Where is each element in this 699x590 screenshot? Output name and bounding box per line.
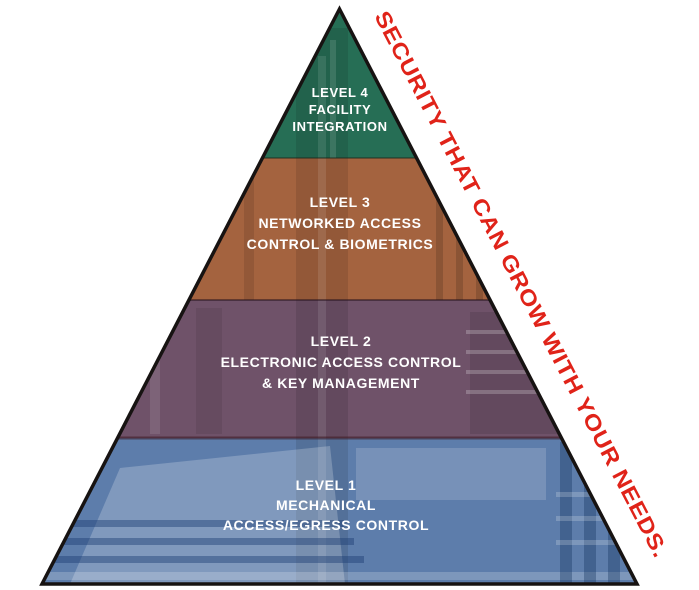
level-dividers [117,157,562,440]
level-3-line-3: CONTROL & BIOMETRICS [247,236,434,252]
level-1-label: LEVEL 1 MECHANICAL ACCESS/EGRESS CONTROL [223,477,429,533]
level-3-label: LEVEL 3 NETWORKED ACCESS CONTROL & BIOME… [247,194,434,252]
level-2-label: LEVEL 2 ELECTRONIC ACCESS CONTROL & KEY … [221,333,462,391]
pyramid-levels [42,9,637,584]
level-4-line-1: LEVEL 4 [312,85,369,100]
level-4-shape [262,9,417,158]
level-4-label: LEVEL 4 FACILITY INTEGRATION [292,85,387,134]
pyramid-outline [39,5,640,586]
level-1-line-3: ACCESS/EGRESS CONTROL [223,517,429,533]
level-4-line-2: FACILITY [309,102,372,117]
level-1-line-2: MECHANICAL [276,497,376,513]
level-4-line-3: INTEGRATION [292,119,387,134]
level-1-line-1: LEVEL 1 [296,477,357,493]
level-3-shape [188,158,491,300]
level-3-line-1: LEVEL 3 [310,194,371,210]
level-2-line-2: ELECTRONIC ACCESS CONTROL [221,354,462,370]
level-2-line-3: & KEY MANAGEMENT [262,375,420,391]
level-2-shape [117,300,562,438]
level-3-line-2: NETWORKED ACCESS [258,215,421,231]
level-2-line-1: LEVEL 2 [311,333,372,349]
level-1-shape [42,438,637,584]
